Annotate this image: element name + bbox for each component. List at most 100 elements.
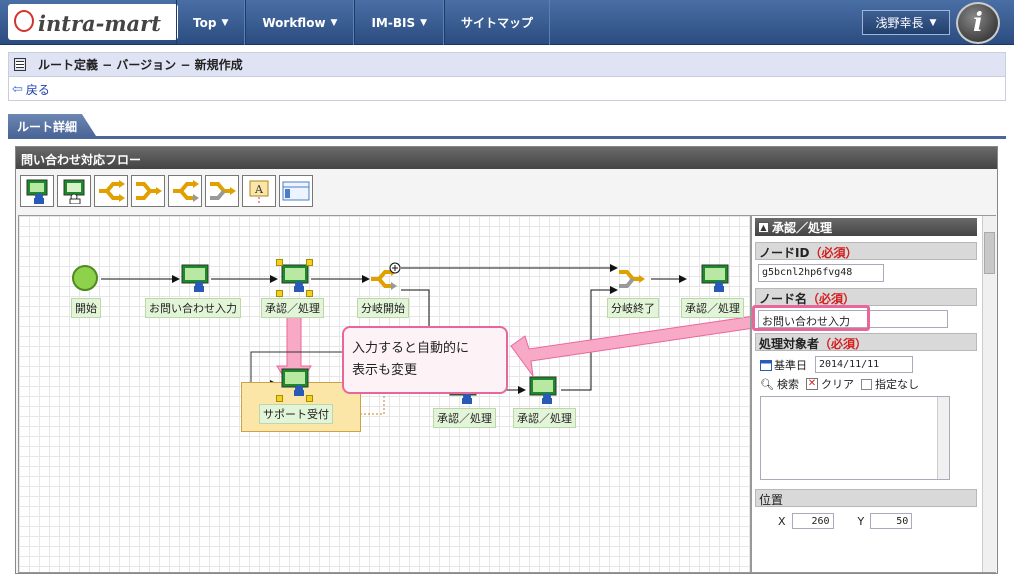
- nav-workflow[interactable]: Workflow ▼: [245, 0, 355, 45]
- selection-handle[interactable]: [306, 259, 313, 266]
- branch-end-node-icon[interactable]: [619, 268, 649, 290]
- nav-workflow-label: Workflow: [262, 15, 326, 30]
- search-link[interactable]: 検索: [776, 378, 799, 391]
- node-id-label: ノードID（必須）: [755, 242, 977, 260]
- node-name-input[interactable]: お問い合わせ入力: [758, 310, 948, 328]
- selection-handle[interactable]: [276, 395, 283, 402]
- clear-link[interactable]: クリア: [820, 378, 854, 391]
- tool-text-label[interactable]: A: [242, 175, 276, 207]
- tool-add-approver[interactable]: [20, 175, 54, 207]
- inquiry-input-node-icon[interactable]: [181, 264, 211, 292]
- tool-branch-end[interactable]: [131, 175, 165, 207]
- nav-top-label: Top: [193, 15, 217, 30]
- intra-mart-logo[interactable]: intra-mart: [8, 4, 178, 40]
- plus-circle-icon[interactable]: [389, 262, 401, 274]
- tool-parallel-start[interactable]: [168, 175, 202, 207]
- target-list[interactable]: [760, 396, 950, 480]
- required-mark: （必須）: [809, 246, 858, 260]
- start-node-icon[interactable]: [71, 264, 101, 292]
- caret-down-icon: ▼: [221, 17, 229, 28]
- node-label-inquiry-input: お問い合わせ入力: [145, 298, 241, 318]
- node-label-approve2: 承認／処理: [681, 298, 744, 318]
- position-label: 位置: [755, 489, 977, 507]
- nav-im-bis[interactable]: IM-BIS▼: [354, 0, 445, 45]
- x-label: X: [778, 514, 786, 528]
- unspecified-label: 指定なし: [874, 378, 919, 391]
- position-row: X 260 Y 50: [778, 513, 913, 529]
- selection-handle[interactable]: [276, 259, 283, 266]
- approve1-node-icon[interactable]: [281, 264, 311, 292]
- tab-underline: [8, 136, 1006, 139]
- node-label-approve3: 承認／処理: [433, 408, 496, 428]
- parallel-end-icon: [210, 182, 236, 200]
- text-label-icon: A: [249, 180, 269, 204]
- back-arrow-icon: ⇦: [12, 81, 23, 97]
- y-label: Y: [857, 514, 865, 528]
- x-field[interactable]: 260: [791, 513, 834, 529]
- nav-sitemap[interactable]: サイトマップ: [444, 0, 551, 45]
- caret-down-icon: ▼: [330, 17, 338, 28]
- node-name-label: ノード名（必須）: [755, 288, 977, 306]
- annotation-callout: 入力すると自動的に 表示も変更: [342, 326, 508, 394]
- flow-toolbar: A: [20, 175, 313, 207]
- tool-branch-start[interactable]: [94, 175, 128, 207]
- flow-canvas[interactable]: 開始 お問い合わせ入力 承認／処理 分岐開始 分岐終了 承認／処理 サポート受付…: [18, 215, 751, 573]
- nav-top[interactable]: Top ▼: [176, 0, 246, 45]
- tool-add-processor[interactable]: [57, 175, 91, 207]
- node-label-branch-end: 分岐終了: [607, 298, 659, 318]
- nav-sitemap-label: サイトマップ: [461, 16, 534, 30]
- page-title-row: ルート定義 − バージョン − 新規作成: [9, 53, 1005, 77]
- properties-panel: ▲ 承認／処理 ノードID（必須） g5bcnl2hp6fvg48 ノード名（必…: [751, 215, 996, 573]
- node-label-approve4: 承認／処理: [513, 408, 576, 428]
- selection-handle[interactable]: [306, 395, 313, 402]
- calendar-icon[interactable]: [760, 359, 772, 371]
- target-label: 処理対象者（必須）: [755, 333, 977, 351]
- frame-icon: [282, 181, 310, 201]
- collapse-icon[interactable]: ▲: [758, 221, 769, 233]
- node-id-field[interactable]: g5bcnl2hp6fvg48: [758, 264, 884, 282]
- properties-scrollbar[interactable]: [982, 216, 996, 572]
- properties-title: ▲ 承認／処理: [755, 218, 977, 236]
- back-label: 戻る: [25, 82, 50, 97]
- base-date-row: 基準日 2014/11/11: [760, 356, 913, 373]
- flow-panel: 問い合わせ対応フロー A: [15, 146, 998, 574]
- tool-frame[interactable]: [279, 175, 313, 207]
- required-mark: （必須）: [807, 292, 856, 306]
- scroll-thumb[interactable]: [984, 232, 995, 274]
- panel-title: 問い合わせ対応フロー: [16, 147, 997, 169]
- nav-im-bis-label: IM-BIS: [371, 15, 416, 30]
- node-label-start: 開始: [71, 298, 101, 318]
- node-id-label-text: ノードID: [759, 246, 810, 260]
- required-mark: （必須）: [819, 337, 868, 351]
- user-menu-button[interactable]: 浅野幸長▼: [862, 10, 950, 35]
- node-name-highlight: [752, 305, 870, 331]
- approve2-node-icon[interactable]: [701, 264, 731, 292]
- branch-start-icon: [99, 180, 125, 202]
- clear-icon[interactable]: ✕: [805, 378, 818, 390]
- y-field[interactable]: 50: [870, 513, 913, 529]
- parallel-start-icon: [173, 180, 199, 202]
- base-date-label: 基準日: [774, 358, 807, 372]
- back-link[interactable]: ⇦ 戻る: [9, 77, 1005, 101]
- selection-handle[interactable]: [276, 290, 283, 297]
- callout-line1: 入力すると自動的に: [352, 341, 470, 356]
- search-icon[interactable]: 🔍︎: [760, 377, 774, 391]
- target-list-scrollbar[interactable]: [937, 397, 949, 479]
- support-node-icon[interactable]: [281, 368, 311, 396]
- node-label-approve1: 承認／処理: [261, 298, 324, 318]
- target-actions: 🔍︎ 検索 ✕ クリア 指定なし: [760, 376, 919, 392]
- logo-text: intra-mart: [38, 11, 161, 36]
- base-date-field[interactable]: 2014/11/11: [815, 356, 913, 373]
- target-label-text: 処理対象者: [759, 337, 820, 351]
- properties-title-text: 承認／処理: [772, 220, 833, 235]
- document-icon: [14, 58, 26, 71]
- main-nav: Top ▼ Workflow ▼ IM-BIS▼ サイトマップ: [176, 0, 551, 45]
- tool-parallel-end[interactable]: [205, 175, 239, 207]
- node-label-branch-start: 分岐開始: [357, 298, 409, 318]
- tab-route-detail[interactable]: ルート詳細: [8, 114, 96, 136]
- avatar[interactable]: i: [956, 2, 1000, 44]
- approve4-node-icon[interactable]: [529, 376, 559, 404]
- selection-handle[interactable]: [306, 290, 313, 297]
- user-name: 浅野幸長: [875, 16, 924, 30]
- unspecified-checkbox[interactable]: [860, 378, 872, 390]
